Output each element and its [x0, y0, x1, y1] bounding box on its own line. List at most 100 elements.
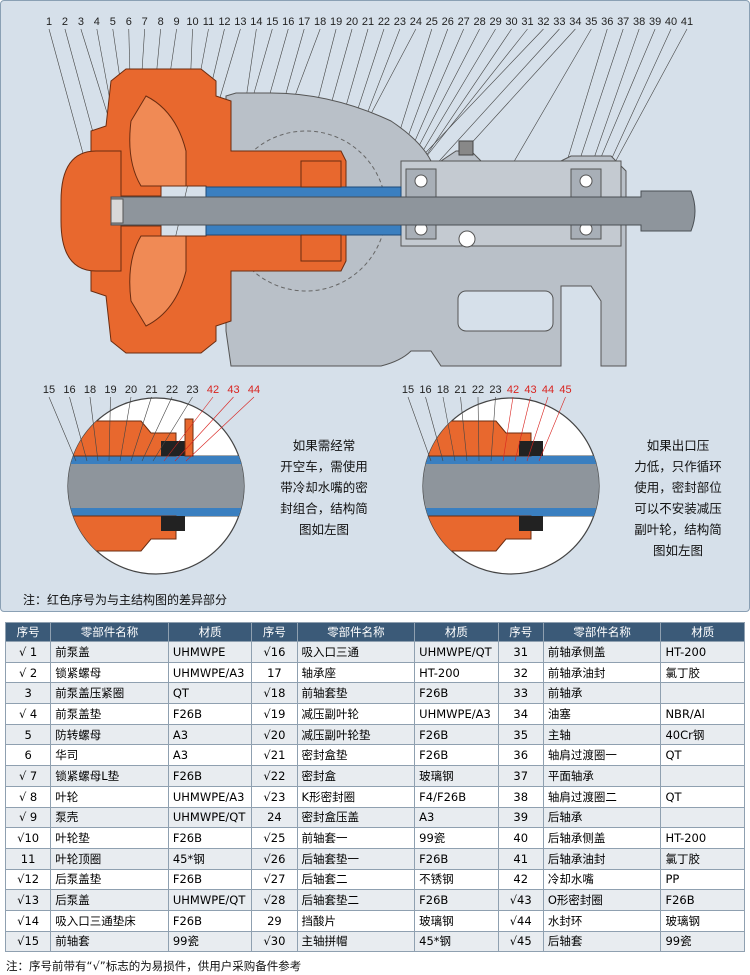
- part-material-cell: 40Cr钢: [660, 723, 745, 746]
- part-number-cell: √ 9: [4, 806, 52, 829]
- part-number-cell: 6: [4, 744, 52, 767]
- part-number-cell: 3: [4, 682, 52, 705]
- header-cell: 材质: [414, 622, 499, 642]
- part-number-cell: 32: [497, 661, 544, 684]
- part-number-label: 38: [633, 16, 645, 28]
- part-number-label: 37: [617, 16, 629, 28]
- part-number-label: 20: [346, 16, 358, 28]
- part-number-cell: 11: [4, 847, 52, 870]
- note-left: 如果需经常 开空车，需使用 带冷却水嘴的密 封组合，结构简 图如左图: [259, 435, 389, 540]
- part-material-cell: F26B: [167, 703, 253, 725]
- part-material-cell: HT-200: [414, 661, 499, 684]
- part-material-cell: F26B: [414, 889, 499, 911]
- part-name-cell: 后轴套: [542, 930, 662, 953]
- part-material-cell: NBR/Al: [660, 703, 745, 725]
- part-material-cell: F26B: [414, 847, 499, 870]
- front-cover: [60, 150, 122, 272]
- part-number-cell: √21: [251, 744, 298, 767]
- part-number-label: 13: [234, 16, 246, 28]
- part-material-cell: HT-200: [660, 827, 745, 849]
- part-number-label: 26: [442, 16, 454, 28]
- part-number-label: 4: [94, 16, 100, 28]
- part-material-cell: 玻璃钢: [660, 909, 745, 932]
- note-left-line: 带冷却水嘴的密: [280, 480, 368, 495]
- part-number-cell: 36: [497, 744, 544, 767]
- part-material-cell: PP: [660, 868, 745, 891]
- part-material-cell: 不锈钢: [414, 868, 499, 891]
- part-number-cell: 35: [497, 723, 544, 746]
- part-number-cell: √23: [251, 785, 298, 808]
- note-right-line: 力低，只作循环: [634, 459, 722, 474]
- part-material-cell: [660, 682, 745, 705]
- detail-leader-line: [477, 396, 480, 462]
- part-name-cell: 挡酸片: [296, 909, 416, 932]
- part-name-cell: 轴肩过渡圈二: [542, 785, 662, 808]
- part-number-cell: √10: [4, 827, 52, 849]
- leader-line: [612, 28, 688, 167]
- part-number-cell: √25: [251, 827, 298, 849]
- part-material-cell: F26B: [167, 868, 253, 891]
- part-material-cell: QT: [660, 785, 745, 808]
- part-number-cell: √15: [4, 930, 52, 953]
- part-number-label: 39: [649, 16, 661, 28]
- part-material-cell: UHMWPE: [167, 641, 253, 663]
- seal-box-lower: [300, 234, 342, 262]
- part-name-cell: 平面轴承: [542, 765, 662, 787]
- part-number-label: 14: [250, 16, 262, 28]
- part-number-label: 8: [158, 16, 164, 28]
- part-number-label: 21: [362, 16, 374, 28]
- detail-number-label: 22: [166, 384, 178, 396]
- part-number-cell: √18: [251, 682, 298, 705]
- part-material-cell: QT: [167, 682, 253, 705]
- impeller-upper: [129, 95, 187, 187]
- part-number-cell: √43: [497, 889, 544, 911]
- part-number-cell: √12: [4, 868, 52, 891]
- part-name-cell: K形密封圈: [296, 785, 416, 808]
- detail-number-label: 43: [524, 384, 536, 396]
- part-number-cell: 33: [497, 682, 544, 705]
- part-name-cell: 冷却水嘴: [542, 868, 662, 891]
- part-number-cell: 31: [497, 641, 544, 663]
- detail-number-label: 18: [437, 384, 449, 396]
- detail-number-label: 23: [186, 384, 198, 396]
- detail-leader-line: [538, 396, 566, 462]
- drain-hole: [458, 230, 476, 248]
- leader-line: [412, 28, 544, 167]
- part-name-cell: 后泵盖垫: [50, 868, 169, 891]
- seal-box-upper: [300, 160, 342, 188]
- part-number-label: 16: [282, 16, 294, 28]
- part-name-cell: 前轴承: [542, 682, 662, 705]
- part-number-label: 29: [489, 16, 501, 28]
- part-number-label: 27: [458, 16, 470, 28]
- detail-leader-line: [119, 396, 132, 462]
- note-right-line: 如果出口压: [646, 438, 710, 453]
- note-left-line: 封组合，结构简: [280, 501, 368, 516]
- part-material-cell: UHMWPE/QT: [414, 641, 499, 663]
- leader-line: [605, 28, 672, 172]
- part-number-cell: 41: [497, 847, 544, 870]
- frame-window: [457, 290, 554, 332]
- detail-number-label: 23: [489, 384, 501, 396]
- part-name-cell: 吸入口三通垫床: [50, 909, 169, 932]
- detail-leader-line: [141, 396, 173, 462]
- detail-leader-line: [152, 396, 193, 462]
- part-number-cell: 42: [497, 868, 544, 891]
- part-name-cell: 主轴: [542, 723, 662, 746]
- part-number-cell: √ 2: [4, 661, 52, 684]
- part-number-cell: √20: [251, 723, 298, 746]
- detail-leader-line: [130, 396, 152, 462]
- part-name-cell: 吸入口三通: [296, 641, 416, 663]
- part-name-cell: 锁紧螺母: [50, 661, 169, 684]
- part-material-cell: HT-200: [660, 641, 745, 663]
